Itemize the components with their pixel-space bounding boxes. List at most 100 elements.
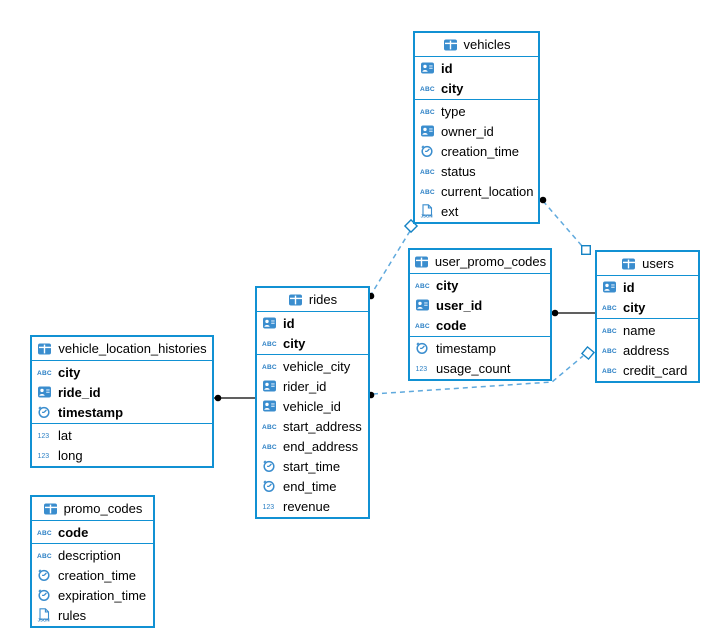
svg-text:ABC: ABC <box>37 553 52 560</box>
column-name: revenue <box>283 498 330 514</box>
json-document-icon: JSON <box>37 608 53 622</box>
relation-line-vehicles-rides[interactable] <box>371 230 411 294</box>
table-grid-icon <box>414 256 430 268</box>
column-row-id[interactable]: id <box>597 277 698 297</box>
column-row-usage_count[interactable]: 123 usage_count <box>410 358 550 378</box>
abc-text-icon: ABC <box>420 166 436 176</box>
person-id-icon <box>415 299 431 311</box>
column-row-end_time[interactable]: end_time <box>257 476 368 496</box>
entity-header-users[interactable]: users <box>597 252 698 276</box>
column-row-rider_id[interactable]: rider_id <box>257 376 368 396</box>
column-name: id <box>441 60 453 76</box>
column-row-creation_time[interactable]: creation_time <box>415 141 538 161</box>
entity-title: rides <box>308 292 338 307</box>
column-name: end_time <box>283 478 337 494</box>
entity-header-promo_codes[interactable]: promo_codes <box>32 497 153 521</box>
entity-header-user_promo_codes[interactable]: user_promo_codes <box>410 250 550 274</box>
column-row-id[interactable]: id <box>257 313 368 333</box>
column-row-timestamp[interactable]: timestamp <box>32 402 212 422</box>
column-name: code <box>58 524 89 540</box>
column-name: city <box>441 80 464 96</box>
clock-icon <box>37 405 53 419</box>
abc-text-icon: ABC <box>262 338 278 348</box>
svg-text:ABC: ABC <box>262 424 277 431</box>
table-grid-icon <box>288 294 304 306</box>
column-row-type[interactable]: ABC type <box>415 101 538 121</box>
clock-icon <box>420 144 436 158</box>
relation-endpoint-dot-user_promo_codes-users <box>551 309 559 317</box>
abc-text-icon: ABC <box>415 280 431 290</box>
column-row-start_address[interactable]: ABC start_address <box>257 416 368 436</box>
abc-text-icon: ABC <box>37 527 53 537</box>
column-row-description[interactable]: ABC description <box>32 545 153 565</box>
column-name: status <box>441 163 476 179</box>
column-row-creation_time[interactable]: creation_time <box>32 565 153 585</box>
column-name: name <box>623 322 656 338</box>
column-name: creation_time <box>441 143 520 159</box>
column-row-status[interactable]: ABC status <box>415 161 538 181</box>
column-name: description <box>58 547 121 563</box>
svg-text:ABC: ABC <box>262 341 277 348</box>
entity-header-vehicle_location_histories[interactable]: vehicle_location_histories <box>32 337 212 361</box>
column-row-vehicle_id[interactable]: vehicle_id <box>257 396 368 416</box>
svg-text:ABC: ABC <box>420 109 435 116</box>
column-row-name[interactable]: ABC name <box>597 320 698 340</box>
svg-text:ABC: ABC <box>262 364 277 371</box>
svg-text:ABC: ABC <box>602 328 617 335</box>
relation-endpoint-diamond-rides-users <box>580 345 596 361</box>
column-name: ext <box>441 203 459 219</box>
entity-header-rides[interactable]: rides <box>257 288 368 312</box>
column-row-start_time[interactable]: start_time <box>257 456 368 476</box>
entity-header-vehicles[interactable]: vehicles <box>415 33 538 57</box>
column-name: usage_count <box>436 360 511 376</box>
svg-text:JSON: JSON <box>38 617 50 622</box>
column-row-ride_id[interactable]: ride_id <box>32 382 212 402</box>
column-row-owner_id[interactable]: owner_id <box>415 121 538 141</box>
abc-text-icon: ABC <box>602 345 618 355</box>
abc-text-icon: ABC <box>415 320 431 330</box>
column-row-expiration_time[interactable]: expiration_time <box>32 585 153 605</box>
column-name: id <box>623 279 635 295</box>
number-123-icon: 123 <box>37 450 53 460</box>
relation-line-vehicles-users[interactable] <box>542 200 583 247</box>
column-name: type <box>441 103 466 119</box>
column-name: lat <box>58 427 72 443</box>
column-name: end_address <box>283 438 359 454</box>
column-row-id[interactable]: id <box>415 58 538 78</box>
column-row-city[interactable]: ABC city <box>415 78 538 98</box>
column-name: current_location <box>441 183 534 199</box>
clock-icon <box>37 568 53 582</box>
column-row-timestamp[interactable]: timestamp <box>410 338 550 358</box>
column-name: start_address <box>283 418 362 434</box>
abc-text-icon: ABC <box>420 83 436 93</box>
column-row-code[interactable]: ABC code <box>32 522 153 542</box>
column-row-user_id[interactable]: user_id <box>410 295 550 315</box>
column-name: credit_card <box>623 362 688 378</box>
svg-text:123: 123 <box>416 366 428 373</box>
column-name: city <box>623 299 646 315</box>
